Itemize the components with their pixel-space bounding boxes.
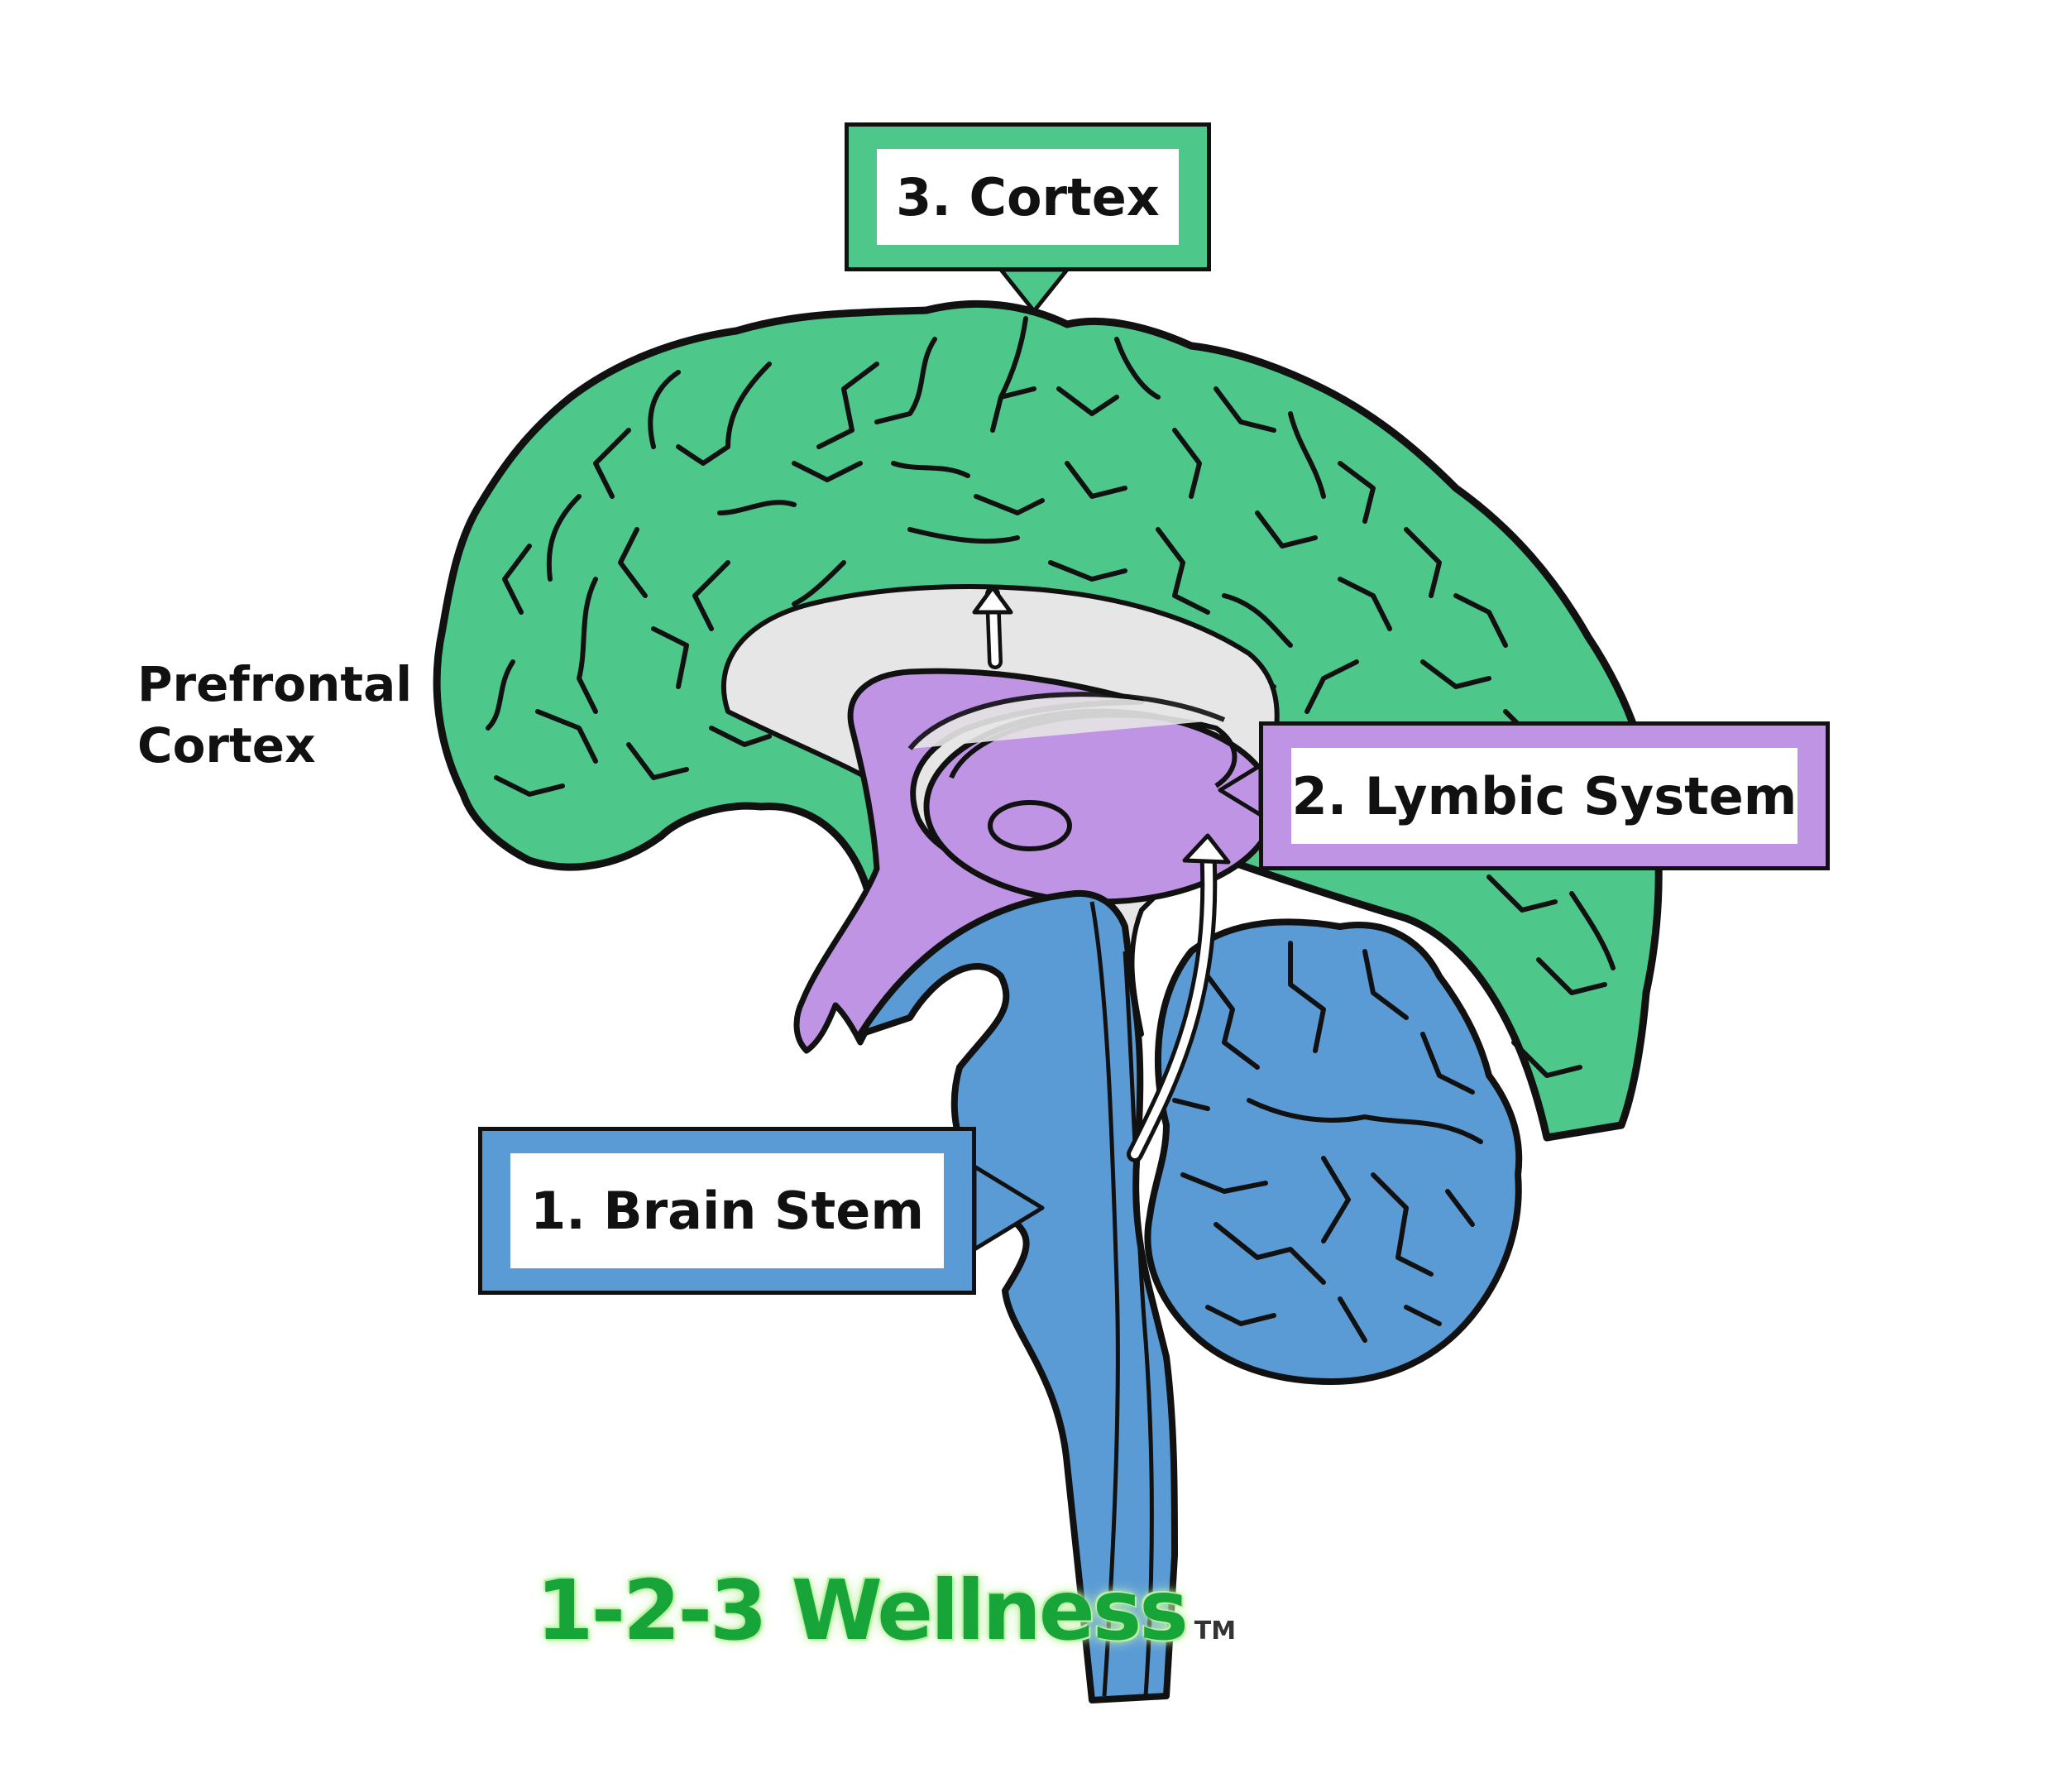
cortex-callout: 3. Cortex: [845, 122, 1211, 271]
brand-logo: 1-2-3 Wellness TM: [536, 1562, 1236, 1659]
prefrontal-label-line2: Cortex: [137, 717, 316, 774]
prefrontal-cortex-label: Prefrontal Cortex: [137, 654, 412, 776]
prefrontal-label-line1: Prefrontal: [137, 656, 413, 712]
fornix-arc-inner: [907, 692, 1226, 750]
cortex-callout-inner: 3. Cortex: [877, 149, 1179, 245]
brainstem-callout-inner: 1. Brain Stem: [510, 1153, 944, 1268]
cerebellum-folds: [1172, 941, 1483, 1343]
brain-stem-region: [857, 889, 1178, 1703]
brand-name: 1-2-3 Wellness: [536, 1562, 1189, 1659]
arrow-to-lymbic: [1127, 833, 1231, 1162]
brain-stem-inner-line: [1089, 901, 1120, 1697]
lymbic-system-callout: 2. Lymbic System: [1259, 721, 1830, 870]
cortex-label: 3. Cortex: [896, 166, 1160, 228]
trademark-mark: TM: [1194, 1617, 1237, 1646]
thalamus-core: [988, 800, 1072, 851]
lymbic-callout-inner: 2. Lymbic System: [1291, 748, 1798, 844]
lymbic-system-label: 2. Lymbic System: [1291, 765, 1798, 827]
arrow-to-cortex: [972, 585, 1013, 669]
brain-stem-label: 1. Brain Stem: [530, 1181, 924, 1241]
brain-stem-inner-line-2: [1123, 951, 1154, 1697]
brain-stem-callout: 1. Brain Stem: [478, 1127, 976, 1295]
